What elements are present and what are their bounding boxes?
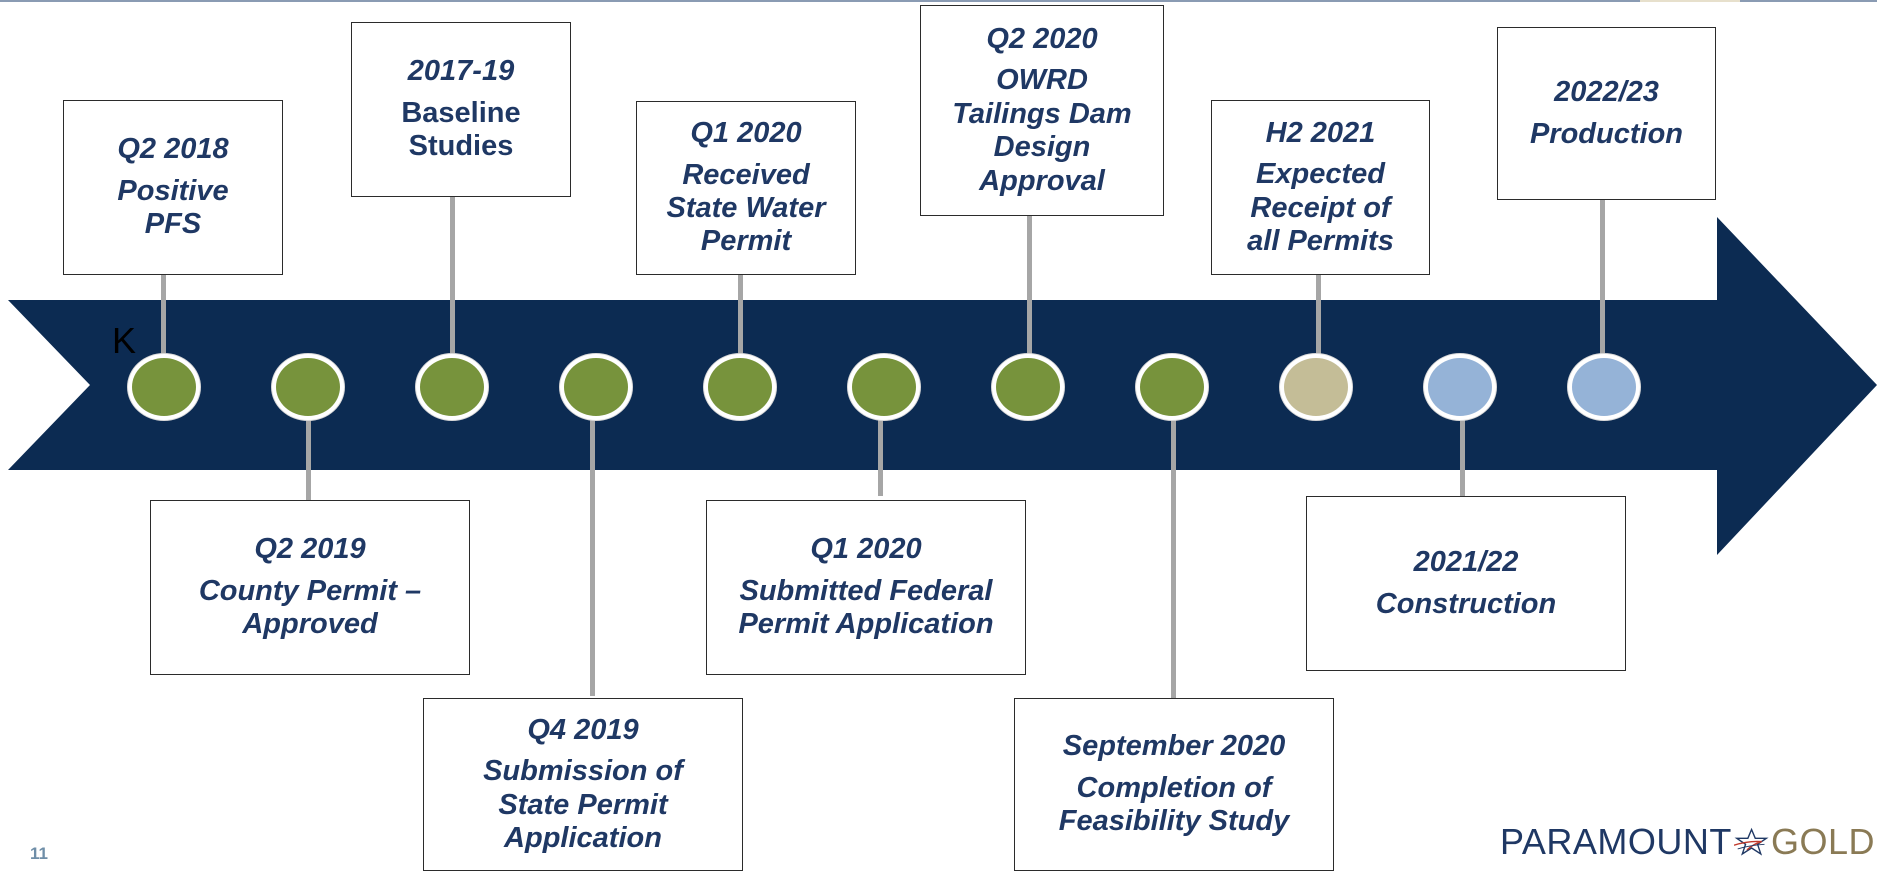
milestone-node-federal-permit-submission	[848, 354, 920, 420]
milestone-node-feasibility-study	[1136, 354, 1208, 420]
connector	[161, 275, 166, 355]
top-rule-accent	[1640, 0, 1740, 2]
connector	[878, 416, 883, 496]
milestone-node-state-water-permit	[704, 354, 776, 420]
milestone-date: Q1 2020	[810, 533, 922, 566]
logo-word-left: PARAMOUNT	[1500, 821, 1732, 862]
connector	[306, 416, 311, 500]
milestone-label: Submitted Federal Permit Application	[738, 574, 994, 641]
connector	[1171, 416, 1176, 698]
milestone-date: September 2020	[1062, 730, 1286, 763]
milestone-node-all-permits	[1280, 354, 1352, 420]
milestone-label: Expected Receipt of all Permits	[1247, 158, 1394, 257]
connector	[1460, 416, 1465, 500]
milestone-node-production	[1568, 354, 1640, 420]
milestone-box-baseline-studies: 2017-19 Baseline Studies	[351, 22, 571, 197]
milestone-date: Q4 2019	[527, 713, 639, 746]
connector	[590, 416, 595, 696]
top-rule	[0, 0, 1877, 2]
milestone-node-baseline-studies	[416, 354, 488, 420]
company-logo: PARAMOUNT GOLD	[1500, 812, 1875, 871]
milestone-box-county-permit: Q2 2019 County Permit – Approved	[150, 500, 470, 675]
connector	[1316, 275, 1321, 355]
milestone-date: Q1 2020	[690, 117, 802, 150]
milestone-date: 2022/23	[1554, 76, 1659, 109]
milestone-label: Positive PFS	[117, 174, 229, 241]
milestone-node-construction	[1424, 354, 1496, 420]
milestone-box-state-water-permit: Q1 2020 Received State Water Permit	[636, 101, 856, 275]
milestone-node-county-permit	[272, 354, 344, 420]
milestone-box-construction: 2021/22 Construction	[1306, 496, 1626, 671]
milestone-box-federal-permit-submission: Q1 2020 Submitted Federal Permit Applica…	[706, 500, 1026, 675]
milestone-date: Q2 2018	[117, 133, 229, 166]
connector	[738, 275, 743, 355]
milestone-label: Completion of Feasibility Study	[1058, 771, 1290, 838]
milestone-box-all-permits: H2 2021 Expected Receipt of all Permits	[1211, 100, 1430, 275]
connector	[1600, 200, 1605, 355]
connector	[1027, 200, 1032, 355]
milestone-label: Production	[1529, 117, 1684, 150]
milestone-box-production: 2022/23 Production	[1497, 27, 1716, 200]
milestone-label: Received State Water Permit	[666, 158, 826, 258]
milestone-box-feasibility-study: September 2020 Completion of Feasibility…	[1014, 698, 1334, 871]
milestone-label: Construction	[1375, 587, 1557, 620]
milestone-date: 2017-19	[407, 55, 515, 88]
milestone-box-state-permit-submission: Q4 2019 Submission of State Permit Appli…	[423, 698, 743, 871]
milestone-label: OWRD Tailings Dam Design Approval	[952, 64, 1132, 197]
milestone-box-positive-pfs: Q2 2018 Positive PFS	[63, 100, 283, 275]
star-icon	[1733, 827, 1769, 856]
milestone-node-owrd-approval	[992, 354, 1064, 420]
logo-word-right: GOLD	[1770, 821, 1875, 862]
milestone-node-positive-pfs	[128, 354, 200, 420]
milestone-label: Submission of State Permit Application	[483, 755, 683, 854]
milestone-label: County Permit – Approved	[198, 574, 422, 641]
connector	[450, 197, 455, 355]
page-number: 11	[30, 844, 48, 863]
milestone-date: 2021/22	[1413, 546, 1519, 579]
milestone-box-owrd-approval: Q2 2020 OWRD Tailings Dam Design Approva…	[920, 5, 1164, 216]
milestone-date: Q2 2019	[254, 533, 366, 566]
stray-glyph: K	[112, 320, 137, 361]
milestone-date: H2 2021	[1265, 116, 1376, 149]
milestone-node-state-permit-submission	[560, 354, 632, 420]
milestone-label: Baseline Studies	[401, 96, 521, 163]
milestone-date: Q2 2020	[986, 23, 1098, 56]
